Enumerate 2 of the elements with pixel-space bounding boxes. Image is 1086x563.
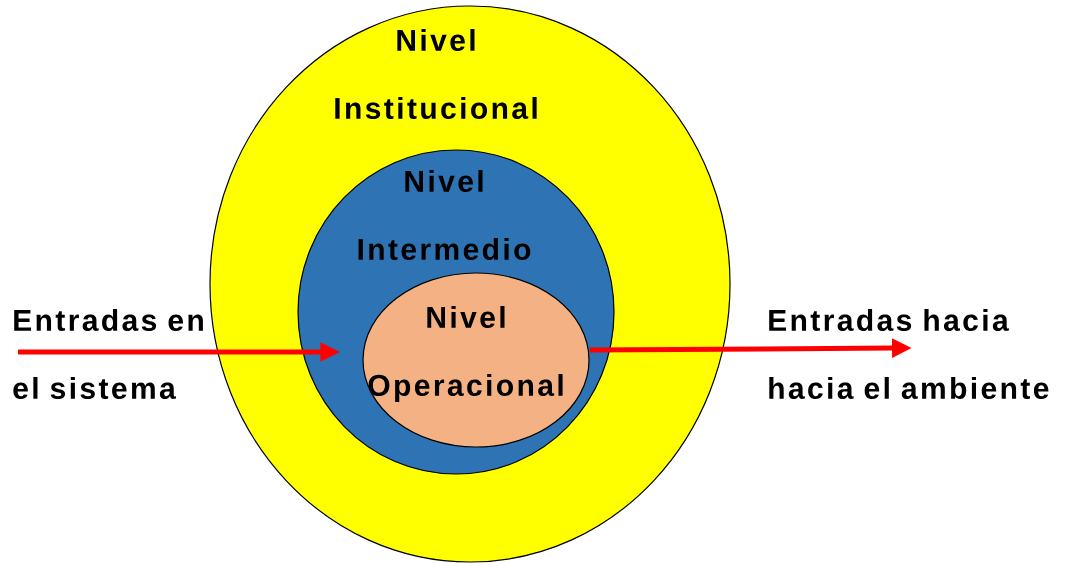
side-text: Entradas en el sistema (13, 309, 203, 400)
side-text: Entradas hacia hacia el ambiente (769, 309, 1049, 400)
